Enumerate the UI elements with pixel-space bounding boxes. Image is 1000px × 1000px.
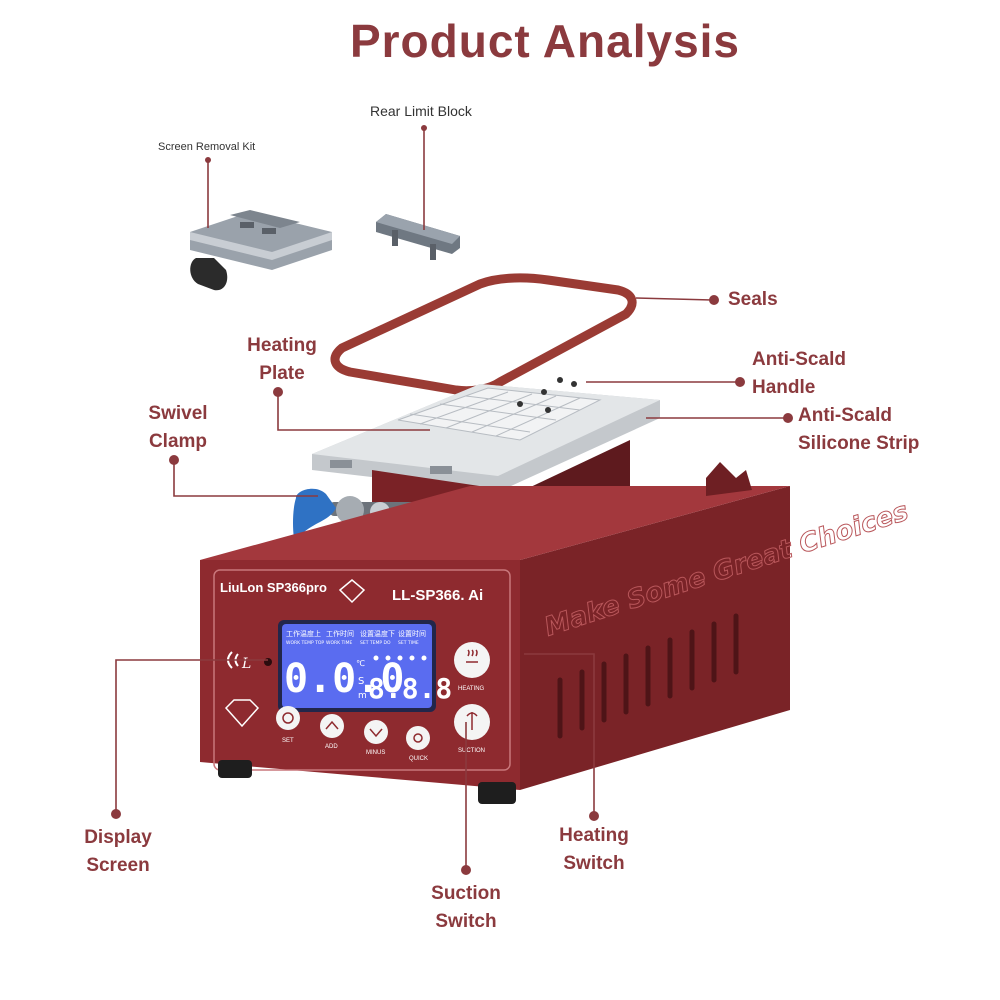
- callout-display-screen-line1: Display: [84, 827, 152, 848]
- callout-anti-scald-silicone-strip: Anti-Scald Silicone Strip: [798, 402, 919, 458]
- quick-icon: [413, 733, 423, 743]
- heating-button-label: HEATING: [458, 686, 485, 692]
- chevron-down-icon: [369, 728, 383, 738]
- lcd-indicator-dots: [373, 655, 427, 661]
- minus-button-label: MINUS: [366, 750, 385, 756]
- minus-button[interactable]: MINUS: [364, 720, 388, 756]
- quick-button-label: QUICK: [409, 756, 428, 762]
- lcd-big-value: 0.0.0: [284, 656, 404, 702]
- add-button[interactable]: ADD: [320, 714, 344, 750]
- leader-swivel-clamp: [173, 462, 318, 497]
- callout-anti-scald-handle-line1: Anti-Scald: [752, 349, 846, 370]
- rear-limit-block-image: [376, 214, 460, 260]
- callout-swivel-clamp-line2: Clamp: [148, 431, 208, 452]
- suction-icon: [466, 712, 478, 730]
- callout-screen-removal-kit: Screen Removal Kit: [158, 141, 256, 153]
- seal-image: [330, 273, 637, 396]
- callout-swivel-clamp-line1: Swivel: [148, 403, 208, 424]
- callout-silicone-strip-line1: Anti-Scald: [798, 405, 892, 426]
- page-title: Product Analysis: [349, 15, 741, 67]
- callout-suction-switch-line1: Suction: [431, 883, 501, 904]
- callout-display-screen: Display Screen: [68, 824, 168, 880]
- lcd-small-value: 8.8.8: [368, 672, 452, 705]
- suction-button-label: SUCTION: [458, 748, 485, 754]
- set-button[interactable]: SET: [276, 706, 300, 744]
- heating-plate-image: [312, 377, 660, 492]
- callout-rear-limit-block: Rear Limit Block: [370, 103, 472, 119]
- callout-dots: [111, 125, 793, 875]
- callout-swivel-clamp: Swivel Clamp: [128, 400, 228, 456]
- callout-lines: [115, 128, 786, 868]
- model-label: LL-SP366. Ai: [392, 587, 483, 604]
- lcd-header-work-time-en: WORK TIME: [326, 640, 352, 646]
- lcd-header-set-time-en: SET TIME: [398, 640, 419, 646]
- callout-heating-switch-line2: Switch: [563, 853, 625, 874]
- leader-display-screen: [115, 659, 268, 812]
- callout-anti-scald-handle: Anti-Scald Handle: [752, 346, 846, 402]
- leader-heating-switch: [524, 653, 595, 814]
- svg-text:L: L: [241, 656, 251, 672]
- lcd-display: 工作温度上 WORK TEMP TOP 工作时间 WORK TIME 设置温度下…: [278, 620, 452, 712]
- lcd-header-set-time: 设置时间: [398, 629, 426, 638]
- brand-label: LiuLon SP366pro: [220, 580, 327, 595]
- chevron-up-icon: [325, 720, 339, 730]
- lcd-header-set-temp: 设置温度下: [360, 629, 395, 638]
- screen-removal-kit-image: [190, 210, 332, 291]
- lcd-unit-m: m: [358, 691, 367, 701]
- callout-suction-switch: Suction Switch: [416, 880, 516, 936]
- heat-icon: [466, 649, 478, 663]
- add-button-label: ADD: [325, 744, 338, 750]
- lcd-unit-celsius: ℃: [356, 659, 365, 668]
- lcd-header-work-temp-en: WORK TEMP TOP: [286, 640, 324, 646]
- lcd-header-work-temp: 工作温度上: [286, 629, 321, 638]
- lcd-header-set-temp-en: SET TEMP DO: [360, 640, 391, 646]
- lcd-unit-s: S: [358, 676, 364, 687]
- lcd-header-work-time: 工作时间: [326, 629, 354, 638]
- diamond-logo-icon: [338, 579, 366, 604]
- leader-seals: [635, 297, 713, 301]
- callout-anti-scald-handle-line2: Handle: [752, 377, 816, 398]
- callout-heating-plate-line1: Heating: [247, 335, 317, 356]
- quick-button[interactable]: QUICK: [406, 726, 430, 762]
- diamond-badge-icon: [224, 699, 260, 728]
- callout-heating-plate: Heating Plate: [232, 332, 332, 388]
- heating-switch-button[interactable]: HEATING: [454, 642, 490, 692]
- callout-heating-switch-line1: Heating: [559, 825, 629, 846]
- callout-display-screen-line2: Screen: [86, 855, 150, 876]
- callout-heating-plate-line2: Plate: [259, 363, 305, 384]
- callout-suction-switch-line2: Switch: [435, 911, 497, 932]
- gear-icon: [282, 712, 294, 724]
- set-button-label: SET: [282, 738, 294, 744]
- callout-heating-switch: Heating Switch: [544, 822, 644, 878]
- callout-seals: Seals: [728, 289, 778, 310]
- leader-heating-plate: [277, 392, 430, 431]
- callout-silicone-strip-line2: Silicone Strip: [798, 433, 920, 454]
- suction-switch-button[interactable]: SUCTION: [454, 704, 490, 754]
